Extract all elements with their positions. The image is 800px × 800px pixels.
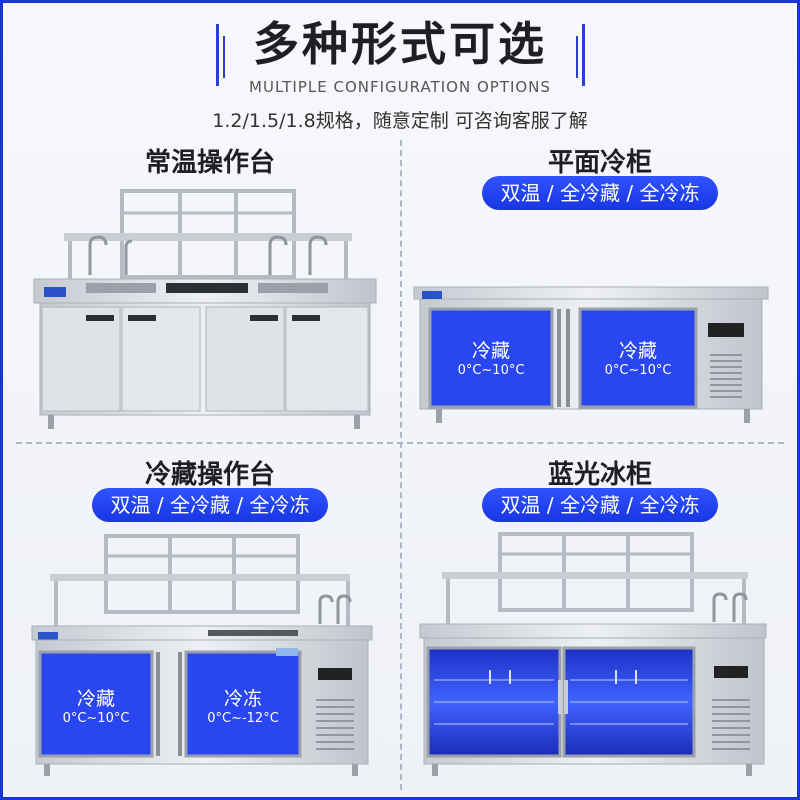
panel-4-options-pill: 双温 / 全冷藏 / 全冷冻 — [482, 488, 718, 522]
blue-light-freezer-illustration — [419, 532, 767, 776]
horizontal-divider — [16, 442, 784, 444]
panel-2-options-pill: 双温 / 全冷藏 / 全冷冻 — [482, 176, 718, 210]
panel-3-title: 冷藏操作台 — [144, 460, 275, 490]
page-subtitle: MULTIPLE CONFIGURATION OPTIONS — [249, 78, 551, 96]
panel-1-title: 常温操作台 — [144, 148, 275, 178]
flat-freezer-illustration — [413, 286, 769, 423]
title-deco-right — [582, 24, 585, 86]
title-deco-left-inner — [223, 36, 225, 78]
refrigerated-workbench-illustration — [31, 534, 373, 776]
panel-3-door-1-label: 冷藏 0°C~10°C — [62, 688, 130, 726]
title-deco-left — [216, 24, 219, 86]
ambient-workbench-illustration — [33, 189, 377, 429]
vertical-divider — [400, 140, 402, 790]
panel-2-door-2-label: 冷藏 0°C~10°C — [604, 340, 672, 378]
panel-2-title: 平面冷柜 — [547, 148, 652, 178]
panel-3-door-2-label: 冷冻 0°C~-12°C — [207, 688, 279, 726]
page-title: 多种形式可选 — [253, 17, 547, 71]
title-deco-right-inner — [576, 36, 578, 78]
panel-2-door-1-label: 冷藏 0°C~10°C — [457, 340, 525, 378]
panel-3-options-pill: 双温 / 全冷藏 / 全冷冻 — [92, 488, 328, 522]
panel-4-title: 蓝光冰柜 — [547, 460, 652, 490]
size-note: 1.2/1.5/1.8规格，随意定制 可咨询客服了解 — [212, 110, 588, 132]
